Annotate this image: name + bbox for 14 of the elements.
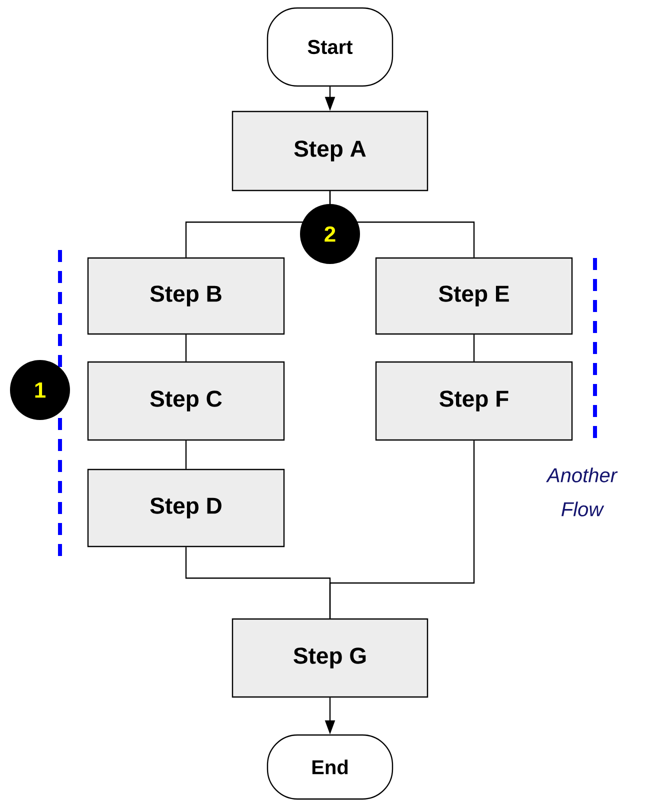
process-box: Step F bbox=[375, 361, 573, 441]
note-text: Another Flow bbox=[546, 468, 618, 516]
connector bbox=[185, 440, 187, 469]
process-box: Step B bbox=[87, 257, 285, 335]
process-box: Step C bbox=[87, 361, 285, 441]
connector bbox=[473, 334, 475, 362]
process-box: Step E bbox=[375, 257, 573, 335]
process-box: Step A bbox=[232, 110, 428, 192]
callout-number: 1 bbox=[10, 360, 70, 420]
connector bbox=[329, 440, 475, 618]
connector bbox=[185, 334, 187, 362]
process-box: Step G bbox=[232, 618, 428, 698]
callout-number: 2 bbox=[300, 204, 360, 264]
process-box: Step D bbox=[87, 468, 285, 548]
